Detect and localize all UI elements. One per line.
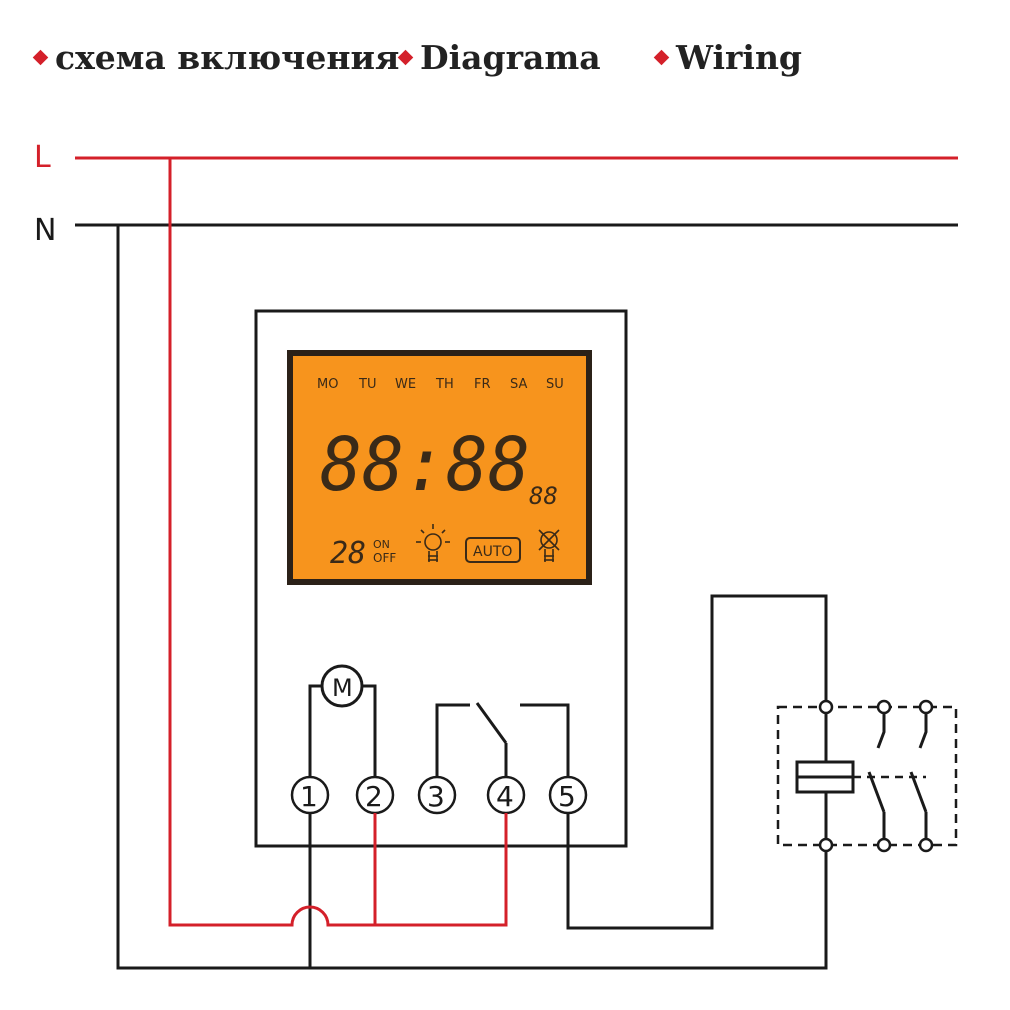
bullet-icon [397,49,414,66]
header: схема включения Diagrama Wiring [32,38,802,77]
switch-lead-5 [520,703,570,778]
day-sa: SA [510,377,527,392]
day-su: SU [546,377,564,392]
contactor-terminal [876,699,892,715]
contactor-terminal [918,837,934,853]
auto-label: AUTO [473,544,512,560]
auto-badge [465,537,521,563]
terminal-4-label: 4 [496,780,514,813]
day-we: WE [395,377,416,392]
lcd-display: MO TU WE TH FR SA SU 88:88 88 28 ON OFF … [287,350,592,585]
contactor [776,699,958,853]
terminal-2-label: 2 [365,780,383,813]
motor-label: M [332,674,353,702]
contactor-terminal [918,699,934,715]
contact-1-blade [867,771,886,813]
lcd-off-label: OFF [373,551,396,565]
lcd-on-label: ON [373,538,390,551]
bullet-icon [653,49,670,66]
neutral-label: N [34,213,56,248]
contactor-housing [776,705,958,847]
day-mo: MO [317,377,338,392]
motor-lead-1 [308,684,322,778]
terminal-5-output-wire [566,594,828,930]
lcd-time: 88:88 [320,422,530,508]
live-label: L [34,140,51,175]
contactor-terminal [876,837,892,853]
lcd-screen [293,356,586,579]
motor-icon [320,664,364,708]
switch-blade [475,702,508,744]
neutral-drop-wire [116,225,828,970]
title-spanish: Diagrama [420,38,601,77]
bulb-on-icon [416,524,450,562]
contact-2-upper [918,707,928,749]
contactor-terminal [818,837,834,853]
title-russian: схема включения [55,38,399,77]
bullet-icon [32,49,49,66]
motor-lead-2 [362,684,377,778]
lcd-program-number: 28 [330,536,366,571]
day-tu: TU [358,377,376,392]
contactor-terminal [818,699,834,715]
bulb-off-icon [538,529,560,562]
terminal-3 [417,775,457,815]
terminal-block: 1 2 3 4 5 [290,775,588,815]
terminal-1-label: 1 [300,780,318,813]
contact-2-blade [909,771,928,813]
day-fr: FR [474,377,491,392]
lcd-seconds: 88 [529,482,558,510]
title-english: Wiring [675,38,802,77]
terminal-5-label: 5 [558,780,576,813]
day-th: TH [435,377,454,392]
live-drop-wire [168,158,508,927]
contact-1-upper [876,707,886,749]
terminal-3-label: 3 [427,780,445,813]
switch-common-lead [435,703,470,778]
